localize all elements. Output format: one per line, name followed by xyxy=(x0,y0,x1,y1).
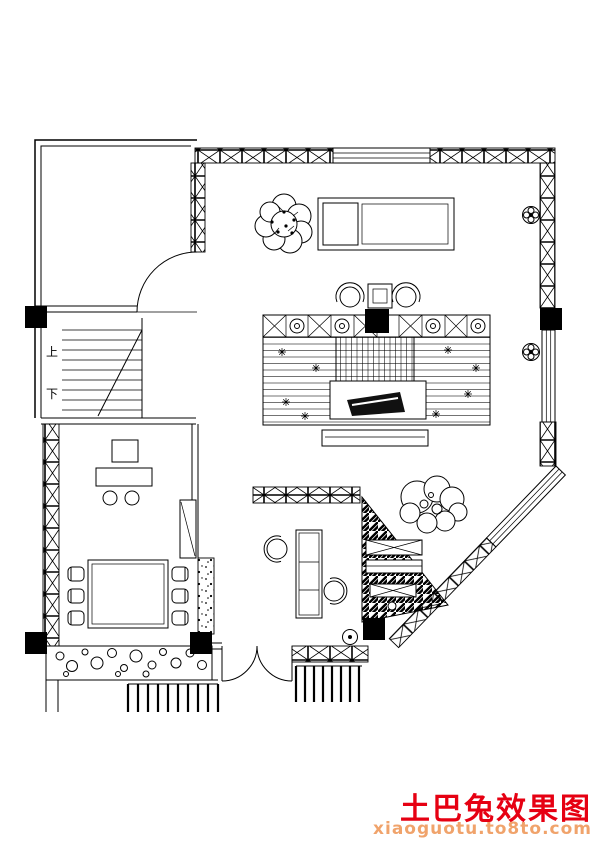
console-cabinet xyxy=(95,439,153,506)
floor-drain xyxy=(342,629,358,645)
side-table xyxy=(367,283,393,309)
column xyxy=(190,632,212,654)
study-desk xyxy=(295,529,323,619)
railing-left xyxy=(126,679,220,712)
stairs-up-label: 上 xyxy=(46,345,58,359)
fixture-flower-icon xyxy=(522,206,540,224)
column xyxy=(363,618,385,640)
tv-cabinet xyxy=(329,380,427,420)
stone-feature-wall xyxy=(197,557,215,635)
balcony-side-wall xyxy=(45,680,59,712)
top-wall xyxy=(194,147,556,164)
tv-console-table xyxy=(321,429,429,447)
armchairs-and-side-table xyxy=(335,282,421,309)
study-chairs xyxy=(263,535,348,605)
fixture-flower-icon xyxy=(522,343,540,361)
stairwell: 上 下 xyxy=(46,318,143,418)
dining-chairs xyxy=(67,566,189,626)
stone-cluster xyxy=(399,475,468,534)
room-door-arc xyxy=(136,251,198,313)
column xyxy=(25,306,47,328)
top-left-room-walls xyxy=(34,139,206,418)
stairs-down-label: 下 xyxy=(46,387,58,401)
column xyxy=(25,632,47,654)
office-desks xyxy=(365,539,423,611)
diagonal-wall xyxy=(388,465,567,649)
watermark-url: xiaoguotu.to8to.com xyxy=(373,819,592,839)
right-window xyxy=(541,329,556,423)
long-table xyxy=(317,197,455,251)
top-window xyxy=(332,147,431,164)
bottom-wall-hatch xyxy=(291,645,369,663)
study-wall-hatch xyxy=(252,486,361,504)
balcony-pebble-band xyxy=(45,645,213,681)
dining-room-walls xyxy=(41,417,215,647)
column xyxy=(540,308,562,330)
structural-columns xyxy=(25,306,562,654)
double-entry-door xyxy=(212,642,293,682)
column xyxy=(365,309,389,333)
right-wall xyxy=(539,162,557,467)
watermark-title: 土巴兔效果图 xyxy=(400,792,592,827)
dining-table xyxy=(87,559,169,629)
diagonal-window xyxy=(485,465,567,548)
railing-bottom xyxy=(294,665,362,702)
plant-icon xyxy=(254,193,313,254)
